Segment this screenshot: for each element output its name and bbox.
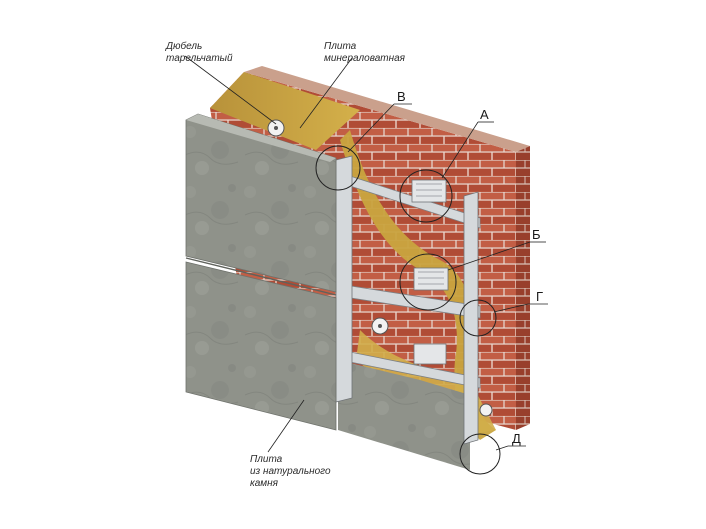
label-stone-line3: камня (250, 478, 279, 489)
stone-slab-lower-left (185, 261, 337, 431)
leader-line (493, 303, 529, 313)
stone-slab-edge-top (186, 114, 336, 162)
callout-letter-d: Д (512, 431, 521, 446)
label-stone-line1: Плита (250, 454, 283, 465)
callout-letter-v: В (397, 89, 406, 104)
callout-circle-a (399, 169, 453, 223)
leader-line (441, 121, 479, 179)
mineral-wool-layer (210, 72, 360, 150)
callout-circle-g (459, 299, 497, 337)
callout-circle-b (399, 253, 457, 311)
leader-line (184, 55, 277, 125)
bracket-lower (413, 343, 447, 365)
stone-slab-lower-right (338, 360, 470, 470)
vertical-profile-right (463, 191, 479, 445)
plate-dowel-icon (267, 119, 285, 137)
label-dowel-line1: Дюбель (165, 40, 202, 52)
brick-wall-top (244, 66, 530, 152)
bracket-a (411, 179, 447, 203)
leader-line (267, 399, 305, 453)
plate-dowel-icon (371, 317, 389, 335)
slab-joint (185, 257, 337, 296)
vertical-profile-left (335, 155, 353, 403)
leader-line (299, 57, 353, 129)
mineral-wool-strip (340, 130, 496, 440)
brick-wall-side (516, 146, 530, 430)
callout-circle-v (315, 145, 361, 191)
callout-letter-b: Б (532, 227, 541, 242)
callout-letter-g: Г (536, 289, 543, 304)
label-stone-line2: из натурального (250, 466, 331, 477)
leader-line (495, 445, 509, 451)
leader-line (447, 241, 531, 271)
leader-line (347, 103, 395, 153)
bracket-b (413, 267, 449, 291)
label-dowel-line2: тарельчатый (166, 53, 233, 64)
label-mineral-wool-line1: Плита (324, 41, 357, 52)
callout-circle-d (459, 433, 501, 475)
callout-letter-a: А (480, 107, 489, 122)
plate-dowel-icon (479, 403, 493, 417)
label-mineral-wool-line2: минераловатная (324, 53, 406, 64)
